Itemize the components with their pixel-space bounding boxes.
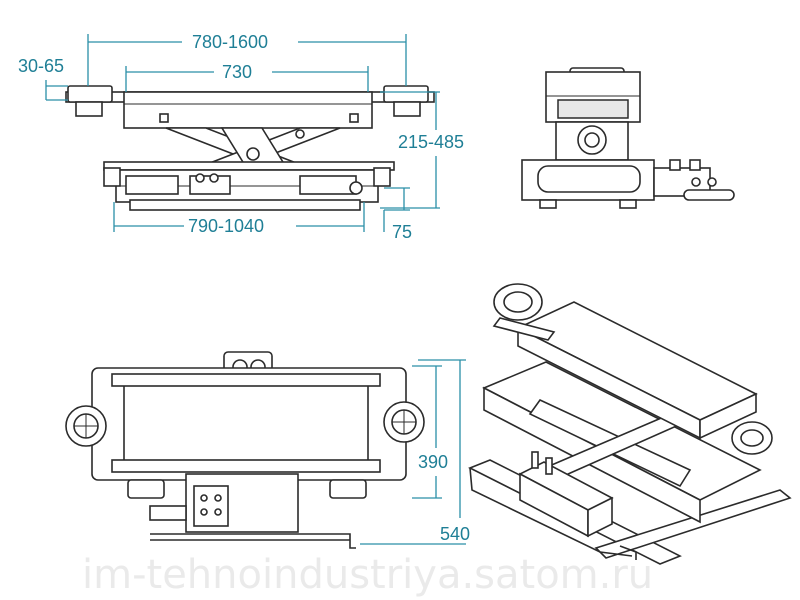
left-pad [67, 85, 113, 103]
right-pad [383, 85, 429, 103]
dim-pad-height: 30-65 [18, 56, 64, 76]
top-view: 390 540 [65, 351, 470, 549]
dim-overall-width: 540 [440, 524, 470, 544]
watermark-text: im-tehnoindustriya.satom.ru [82, 552, 653, 598]
dim-platform-width: 730 [222, 62, 252, 82]
top-platform-plan [123, 383, 369, 463]
base-rail [103, 161, 395, 171]
front-view [521, 67, 735, 209]
side-view: 30-65 780-1600 730 215-485 790-1040 75 [18, 32, 464, 242]
dim-extended-width: 780-1600 [192, 32, 268, 52]
isometric-view [468, 283, 792, 565]
dim-base-height: 75 [392, 222, 412, 242]
left-pad-base [75, 101, 103, 117]
dim-lift-height: 215-485 [398, 132, 464, 152]
dim-base-length: 790-1040 [188, 216, 264, 236]
right-pad-base [393, 101, 421, 117]
dim-frame-width: 390 [418, 452, 448, 472]
